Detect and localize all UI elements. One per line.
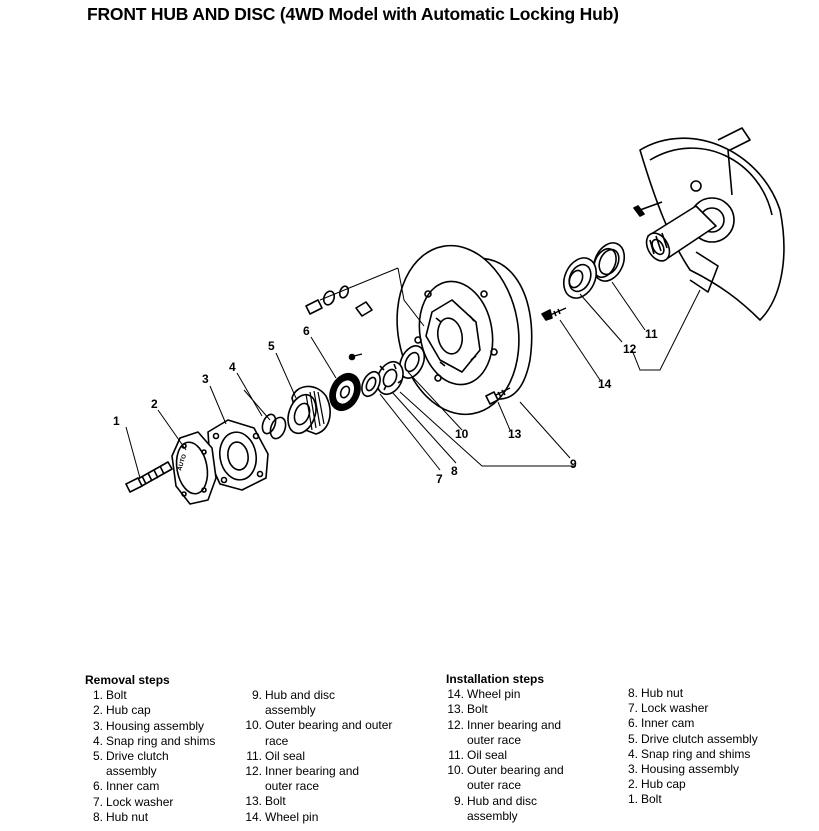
list-item: 1.Bolt [627, 792, 662, 807]
callout-9: 9 [570, 457, 577, 471]
leader-lines [125, 267, 701, 479]
list-item: 7.Lock washer [92, 794, 174, 809]
hub-cap-bolt [125, 461, 173, 493]
hub-cap [171, 431, 217, 505]
callout-14: 14 [598, 377, 612, 391]
disc-bolt [485, 387, 511, 405]
list-item: 8.Hub nut [92, 809, 149, 824]
callout-10: 10 [455, 427, 469, 441]
removal-steps-heading: Removal steps [85, 673, 170, 687]
list-item: 10.Outer bearing and outer race [245, 718, 393, 748]
list-item: 5.Drive clutch assembly [92, 749, 169, 779]
callout-1: 1 [113, 414, 120, 428]
hub-cap-lettering: AUTO [177, 453, 188, 471]
housing-assembly [207, 419, 269, 491]
callout-7: 7 [436, 472, 443, 486]
list-item: 2.Hub cap [92, 703, 151, 718]
callout-12: 12 [623, 342, 637, 356]
list-item: 3.Housing assembly [92, 718, 205, 733]
list-item: 5.Drive clutch assembly [627, 731, 758, 746]
list-item: 9.Hub and disc assembly [251, 688, 336, 718]
list-item: 4.Snap ring and shims [92, 733, 216, 748]
list-item: 3.Housing assembly [627, 762, 740, 777]
inner-bearing-and-outer-race [562, 257, 598, 299]
installation-steps-heading: Installation steps [446, 672, 545, 686]
list-item: 9.Hub and disc assembly [453, 793, 538, 823]
list-item: 13.Bolt [447, 702, 488, 717]
removal-steps-col1: Removal steps 1.Bolt 2.Hub cap 3.Housing… [85, 673, 215, 825]
page-title: FRONT HUB AND DISC (4WD Model with Autom… [87, 4, 619, 24]
list-item: 8.Hub nut [627, 686, 684, 700]
callout-labels: 1 2 3 4 5 6 7 8 9 10 11 12 13 14 AUTO [113, 324, 658, 486]
list-item: 11.Oil seal [448, 748, 508, 763]
hub-and-disc-assembly [396, 244, 533, 416]
removal-steps-col2: 9.Hub and disc assembly 10.Outer bearing… [244, 688, 392, 825]
list-item: 4.Snap ring and shims [627, 746, 751, 761]
drive-clutch-assembly [287, 385, 331, 435]
list-item: 6.Inner cam [627, 716, 695, 731]
wheel-pin [541, 307, 567, 321]
list-item: 14.Wheel pin [447, 687, 521, 702]
inner-cam [329, 372, 361, 412]
spindle [645, 205, 717, 262]
knuckle-bolt [633, 201, 663, 217]
oil-seal [592, 242, 626, 282]
callout-11: 11 [645, 327, 658, 341]
list-item: 2.Hub cap [627, 777, 686, 792]
callout-4: 4 [229, 360, 236, 374]
lock-washer [348, 353, 381, 398]
callout-5: 5 [268, 339, 275, 353]
list-item: 10.Outer bearing and outer race [447, 763, 564, 793]
installation-steps-col1: Installation steps 14.Wheel pin 13.Bolt … [446, 672, 564, 824]
list-item: 12.Inner bearing and outer race [447, 717, 562, 747]
callout-3: 3 [202, 372, 209, 386]
list-item: 11.Oil seal [246, 748, 306, 763]
callout-2: 2 [151, 397, 158, 411]
callout-8: 8 [451, 464, 458, 478]
installation-steps-col2: 8.Hub nut 7.Lock washer 6.Inner cam 5.Dr… [620, 686, 758, 808]
list-item: 7.Lock washer [627, 701, 709, 716]
outer-bearing-and-outer-race [398, 345, 426, 379]
list-item: 6.Inner cam [92, 779, 160, 794]
snap-ring-and-shims [261, 413, 287, 440]
wheel-nut-parts [305, 285, 373, 317]
list-item: 14.Wheel pin [245, 809, 319, 824]
list-item: 13.Bolt [245, 794, 286, 809]
list-item: 1.Bolt [92, 688, 127, 703]
callout-13: 13 [508, 427, 522, 441]
hub-nut [376, 360, 404, 396]
callout-6: 6 [303, 324, 310, 338]
list-item: 12.Inner bearing and outer race [245, 764, 360, 794]
